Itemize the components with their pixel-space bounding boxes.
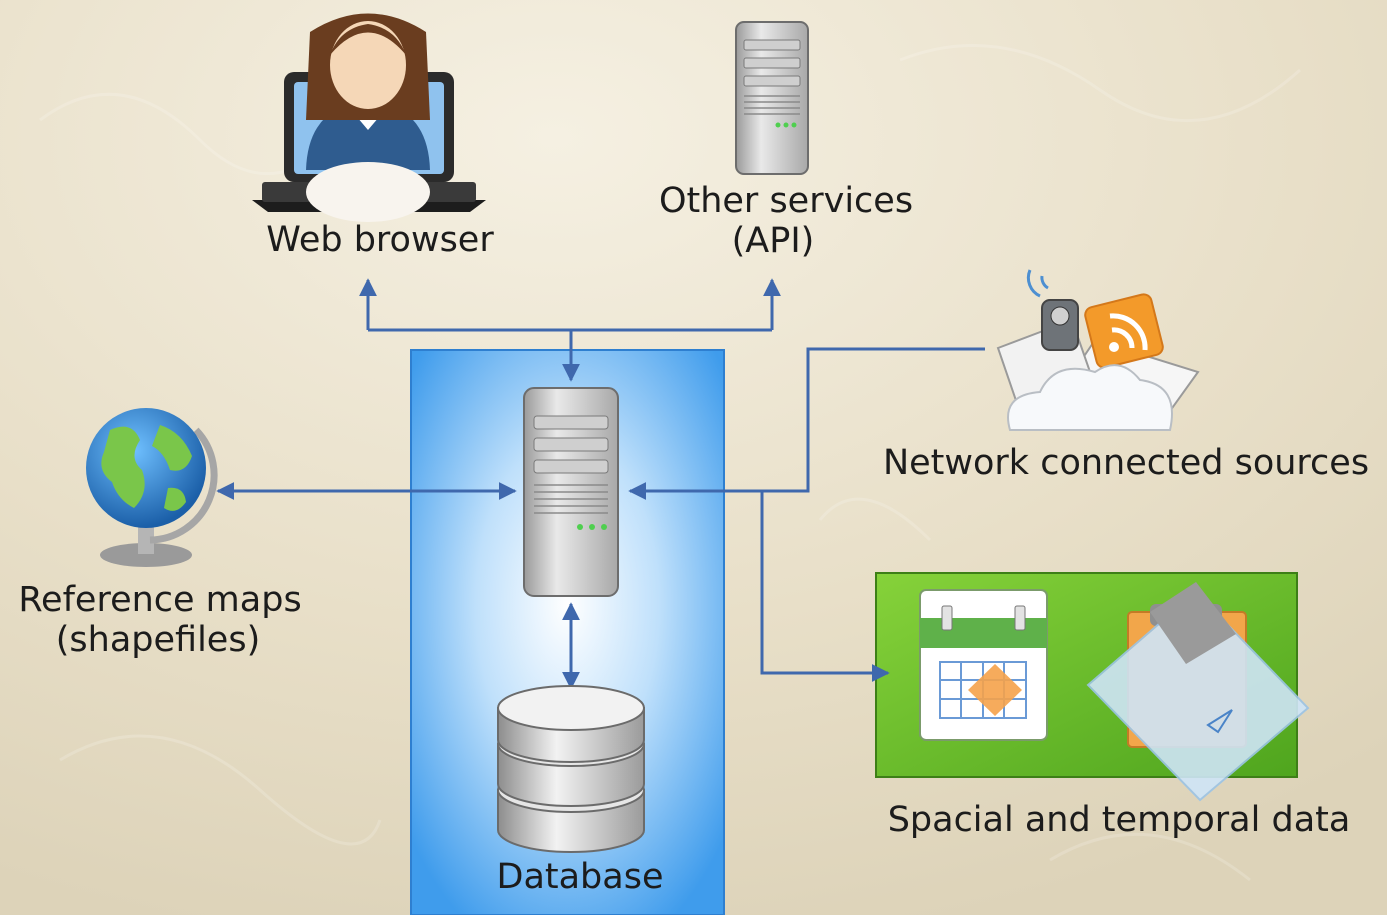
arrow-server-to-data xyxy=(760,491,890,682)
other-services-label-line1: Other services xyxy=(658,181,914,221)
cloud-rss-icon xyxy=(996,269,1200,431)
network-sources-label: Network connected sources xyxy=(882,443,1370,483)
connectors xyxy=(216,278,985,690)
calendar-icon xyxy=(919,589,1048,741)
user-laptop-icon xyxy=(252,13,486,222)
central-server-icon xyxy=(523,387,619,597)
clipboard-icon xyxy=(1086,582,1310,802)
reference-maps-label-line2: (shapefiles) xyxy=(55,620,261,660)
globe-icon xyxy=(86,408,218,567)
database-label: Database xyxy=(496,857,664,897)
other-services-label-line2: (API) xyxy=(731,221,815,261)
reference-maps-label-line1: Reference maps xyxy=(18,580,302,620)
spatial-temporal-label: Spacial and temporal data xyxy=(887,800,1351,840)
database-icon xyxy=(497,685,645,853)
web-browser-label: Web browser xyxy=(266,220,494,260)
arrow-network-to-server xyxy=(628,347,985,500)
server-icon xyxy=(735,21,809,175)
